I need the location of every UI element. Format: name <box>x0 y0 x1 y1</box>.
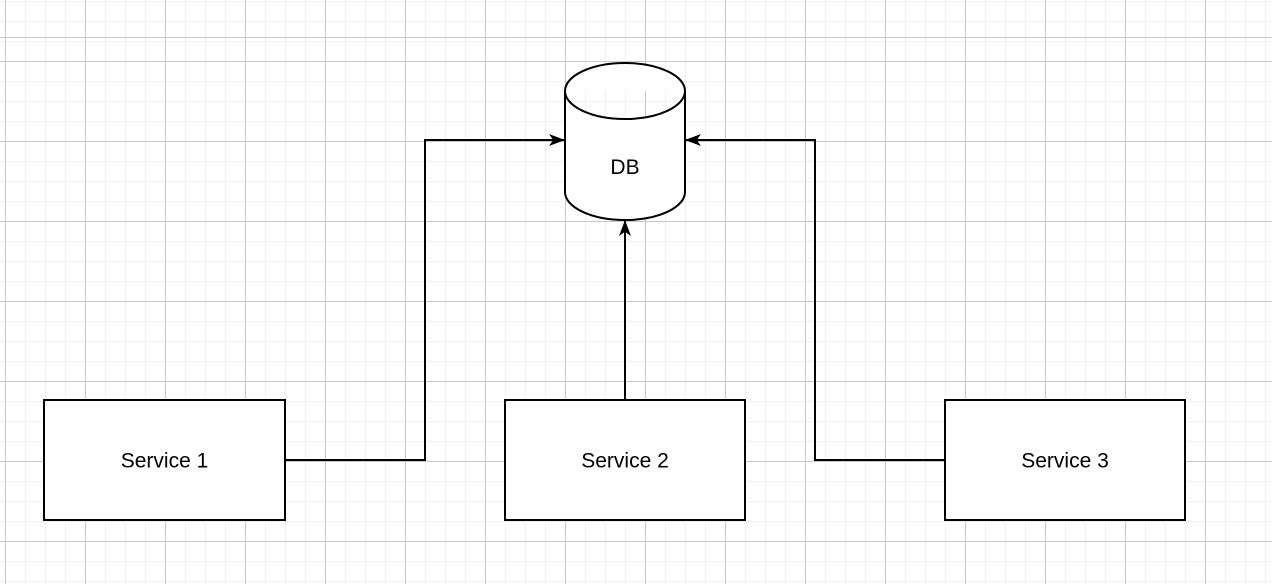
node-service3[interactable]: Service 3 <box>944 399 1186 521</box>
rect-shape-service2[interactable] <box>504 399 746 521</box>
rect-shape-service3[interactable] <box>944 399 1186 521</box>
node-service2[interactable]: Service 2 <box>504 399 746 521</box>
edge-service3-to-db[interactable] <box>685 134 945 461</box>
node-service1[interactable]: Service 1 <box>43 399 286 521</box>
cylinder-shape-db[interactable] <box>564 62 686 221</box>
edge-service1-to-db[interactable] <box>285 134 565 461</box>
rect-shape-service1[interactable] <box>43 399 286 521</box>
node-db[interactable]: DB <box>564 62 686 221</box>
